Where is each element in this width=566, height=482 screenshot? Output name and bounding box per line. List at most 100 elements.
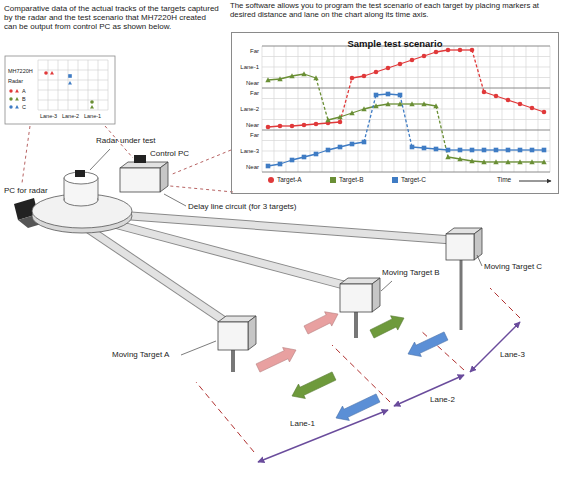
target-letter: A bbox=[22, 88, 26, 94]
legend-item: Target-A bbox=[268, 176, 302, 183]
track-marker bbox=[9, 97, 12, 100]
track-marker bbox=[493, 159, 498, 164]
grid-line bbox=[262, 67, 550, 68]
track-marker bbox=[530, 148, 535, 153]
axis-label: Far bbox=[250, 48, 259, 55]
lane-separator bbox=[262, 172, 550, 173]
track-marker bbox=[266, 164, 271, 169]
panel-title: Sample test scenario bbox=[347, 38, 442, 49]
dashed-leader bbox=[170, 186, 233, 192]
part-label: Moving Target C bbox=[484, 262, 542, 271]
track-marker bbox=[278, 124, 283, 129]
grid-line bbox=[88, 60, 89, 110]
grid-line bbox=[58, 60, 59, 110]
track-marker bbox=[457, 156, 462, 161]
grid-line bbox=[38, 90, 108, 91]
track-marker bbox=[68, 81, 72, 85]
track-marker bbox=[278, 162, 283, 167]
track-marker bbox=[44, 71, 48, 75]
leader-line bbox=[381, 281, 392, 291]
delay-line-beam bbox=[104, 214, 452, 240]
motion-arrow bbox=[370, 316, 404, 338]
track-marker bbox=[90, 105, 94, 109]
track-marker bbox=[421, 101, 426, 106]
grid-line bbox=[262, 140, 550, 141]
series-label: MH7220H bbox=[8, 68, 33, 74]
legend-swatch bbox=[392, 177, 398, 183]
track-line bbox=[340, 78, 352, 122]
lane-divider bbox=[196, 382, 254, 452]
track-marker bbox=[518, 102, 523, 107]
part-label: PC for radar bbox=[4, 186, 48, 195]
track-marker bbox=[374, 70, 379, 75]
legend-item: Target-C bbox=[392, 176, 426, 183]
track-marker bbox=[386, 66, 391, 71]
track-marker bbox=[446, 148, 451, 153]
time-arrow bbox=[519, 181, 551, 182]
lane-divider bbox=[490, 288, 520, 318]
moving-target bbox=[474, 228, 482, 260]
grid-line bbox=[68, 60, 69, 110]
track-marker bbox=[481, 159, 486, 164]
chart-panel: Sample test scenario bbox=[231, 32, 559, 194]
track-marker bbox=[290, 158, 295, 163]
note-text: The software allows you to program the t… bbox=[230, 2, 562, 20]
lane-label: Lane-3 bbox=[40, 113, 57, 119]
motion-arrow bbox=[292, 372, 336, 399]
track-marker bbox=[362, 74, 367, 79]
track-marker bbox=[542, 148, 547, 153]
lane-label: Lane-1 bbox=[84, 113, 101, 119]
grid-line bbox=[38, 60, 108, 61]
track-line bbox=[388, 103, 400, 104]
legend-text: Target-C bbox=[401, 176, 426, 183]
track-marker bbox=[326, 148, 331, 153]
target-stand bbox=[231, 350, 235, 372]
track-marker bbox=[530, 106, 535, 111]
axis-label: Lane-2 bbox=[240, 106, 259, 113]
grid-line bbox=[38, 100, 108, 101]
lane-label: Lane-1 bbox=[290, 419, 315, 428]
track-marker bbox=[325, 117, 330, 122]
track-marker bbox=[469, 158, 474, 163]
track-line bbox=[496, 161, 508, 162]
grid-line bbox=[262, 77, 550, 78]
track-marker bbox=[386, 92, 391, 97]
track-marker bbox=[265, 77, 270, 82]
track-marker bbox=[505, 159, 510, 164]
track-marker bbox=[482, 148, 487, 153]
track-marker bbox=[338, 145, 343, 150]
grid-line bbox=[38, 80, 108, 81]
legend-item: Target-B bbox=[330, 176, 364, 183]
moving-target bbox=[340, 284, 372, 312]
lane-label: Lane-3 bbox=[500, 350, 525, 359]
track-marker bbox=[458, 48, 463, 53]
grid-line bbox=[108, 60, 109, 110]
track-marker bbox=[482, 90, 487, 95]
inset-panel bbox=[5, 56, 115, 124]
lane-divider bbox=[332, 345, 390, 402]
target-letter: B bbox=[22, 96, 26, 102]
track-marker bbox=[445, 154, 450, 159]
moving-target bbox=[372, 278, 380, 312]
part-label: Moving Target B bbox=[382, 268, 440, 277]
track-marker bbox=[385, 101, 390, 106]
axis-label: Near bbox=[246, 122, 259, 129]
track-marker bbox=[350, 76, 355, 81]
track-marker bbox=[373, 103, 378, 108]
part-label: Moving Target A bbox=[112, 350, 169, 359]
grid-line bbox=[262, 109, 550, 110]
track-marker bbox=[529, 159, 534, 164]
series-label: Radar bbox=[8, 78, 23, 84]
lane-separator bbox=[262, 130, 550, 131]
part-label: Delay line circuit (for 3 targets) bbox=[188, 202, 296, 211]
moving-target bbox=[218, 322, 248, 350]
track-marker bbox=[314, 122, 319, 127]
track-marker bbox=[337, 114, 342, 119]
moving-target bbox=[446, 234, 474, 260]
control-pc bbox=[120, 168, 160, 192]
lane-width-arrow bbox=[394, 375, 464, 406]
leader-line bbox=[181, 341, 216, 355]
part-label: Radar under test bbox=[96, 136, 156, 145]
leader-line bbox=[90, 149, 110, 170]
